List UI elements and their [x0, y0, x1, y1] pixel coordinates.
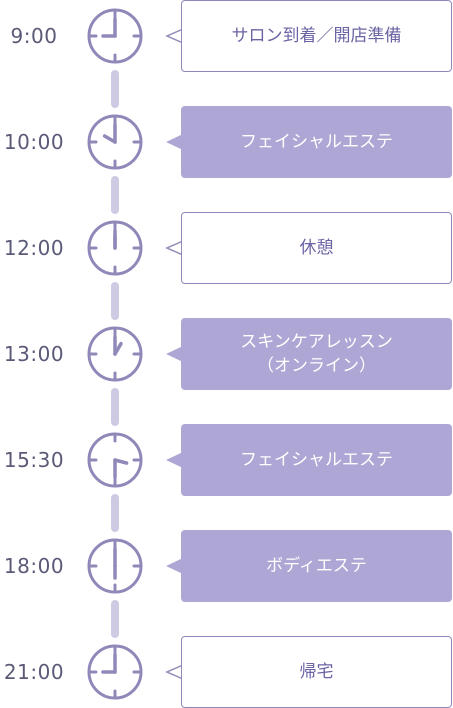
schedule-time: 13:00 — [3, 342, 65, 366]
schedule-item: 9:00 サロン到着／開店準備 — [0, 0, 453, 72]
timeline-connector — [111, 600, 119, 638]
schedule-item: 10:00 フェイシャルエステ — [0, 106, 453, 178]
bubble-tail — [165, 664, 184, 680]
schedule-activity: 休憩 — [181, 212, 452, 284]
schedule-activity: ボディエステ — [181, 530, 452, 602]
schedule-time: 15:30 — [3, 448, 65, 472]
schedule-item: 13:00 スキンケアレッスン （オンライン） — [0, 318, 453, 390]
schedule-activity: 帰宅 — [181, 636, 452, 708]
clock-1-icon — [87, 326, 143, 382]
schedule-activity: フェイシャルエステ — [181, 424, 452, 496]
schedule-item: 21:00 帰宅 — [0, 636, 453, 708]
clock-9-icon — [87, 644, 143, 700]
bubble-tail — [165, 240, 184, 256]
timeline-connector — [111, 176, 119, 214]
timeline-connector — [111, 70, 119, 108]
bubble-tail — [166, 346, 183, 362]
schedule-item: 15:30 フェイシャルエステ — [0, 424, 453, 496]
schedule-time: 21:00 — [3, 660, 65, 684]
timeline-connector — [111, 388, 119, 426]
schedule-activity: フェイシャルエステ — [181, 106, 452, 178]
clock-10-icon — [87, 114, 143, 170]
clock-6-icon — [87, 538, 143, 594]
bubble-tail — [166, 134, 183, 150]
bubble-tail — [165, 28, 184, 44]
schedule-time: 18:00 — [3, 554, 65, 578]
schedule-time: 12:00 — [3, 236, 65, 260]
clock-9-icon — [87, 8, 143, 64]
schedule-activity: サロン到着／開店準備 — [181, 0, 452, 72]
timeline-connector — [111, 494, 119, 532]
clock-12-icon — [87, 220, 143, 276]
clock-330-icon — [87, 432, 143, 488]
schedule-time: 9:00 — [10, 24, 58, 48]
schedule-item: 18:00 ボディエステ — [0, 530, 453, 602]
bubble-tail — [166, 452, 183, 468]
bubble-tail — [166, 558, 183, 574]
schedule-time: 10:00 — [3, 130, 65, 154]
timeline-connector — [111, 282, 119, 320]
schedule-item: 12:00 休憩 — [0, 212, 453, 284]
schedule-activity: スキンケアレッスン （オンライン） — [181, 318, 452, 390]
